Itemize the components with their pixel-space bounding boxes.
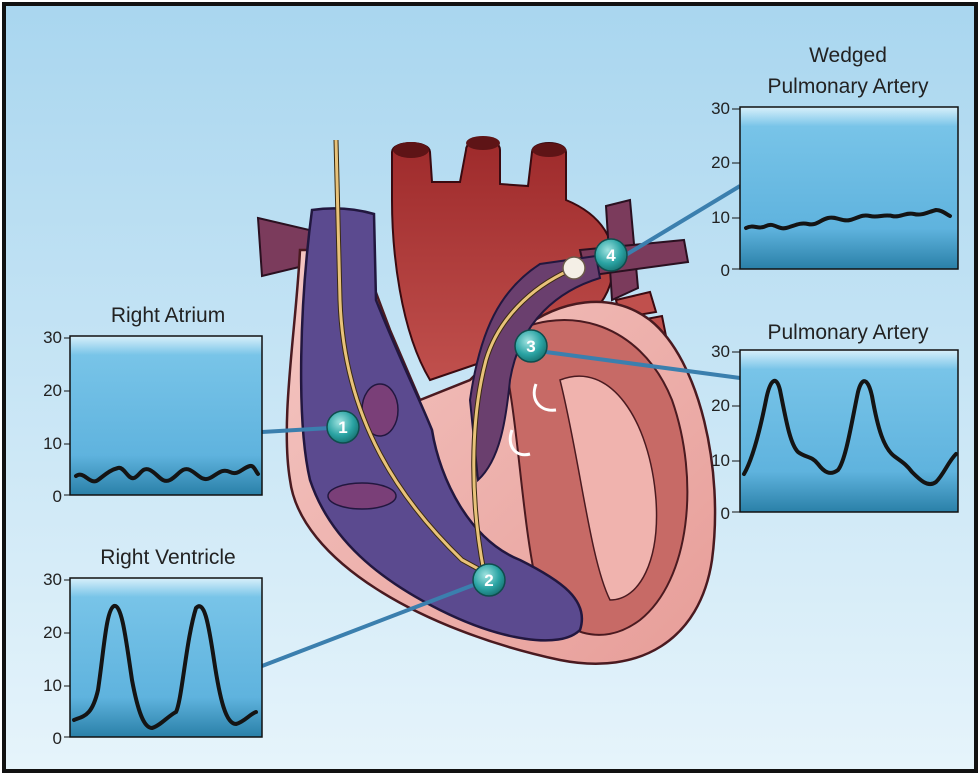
panel-title-line-1: Wedged [809,44,887,67]
marker-3-label: 3 [526,337,535,356]
y-tick-label: 20 [711,396,730,415]
y-tick-label: 0 [721,261,730,280]
y-tick-label: 10 [43,676,62,695]
marker-2-badge: 2 [473,564,505,596]
y-tick-label: 10 [43,434,62,453]
y-tick-label: 20 [43,623,62,642]
y-tick-label: 0 [721,504,730,523]
y-tick-label: 0 [53,729,62,748]
y-tick-label: 10 [711,208,730,227]
marker-1-badge: 1 [327,411,359,443]
panel-pulmonary-artery: Pulmonary Artery 30 20 10 0 [711,321,958,523]
y-tick-label: 0 [53,487,62,506]
panel-title-line-2: Pulmonary Artery [767,75,929,98]
marker-4-badge: 4 [595,239,627,271]
y-tick-label: 30 [711,342,730,361]
marker-3-badge: 3 [515,330,547,362]
panel-title: Pulmonary Artery [767,321,929,344]
panel-title: Right Atrium [111,304,225,327]
panel-title: Right Ventricle [100,546,235,569]
y-tick-label: 30 [43,328,62,347]
y-tick-label: 10 [711,451,730,470]
marker-1-label: 1 [338,418,347,437]
y-tick-label: 30 [43,570,62,589]
y-tick-label: 20 [43,381,62,400]
marker-4-label: 4 [606,246,616,265]
y-tick-label: 30 [711,99,730,118]
y-tick-label: 20 [711,153,730,172]
marker-2-label: 2 [484,571,493,590]
